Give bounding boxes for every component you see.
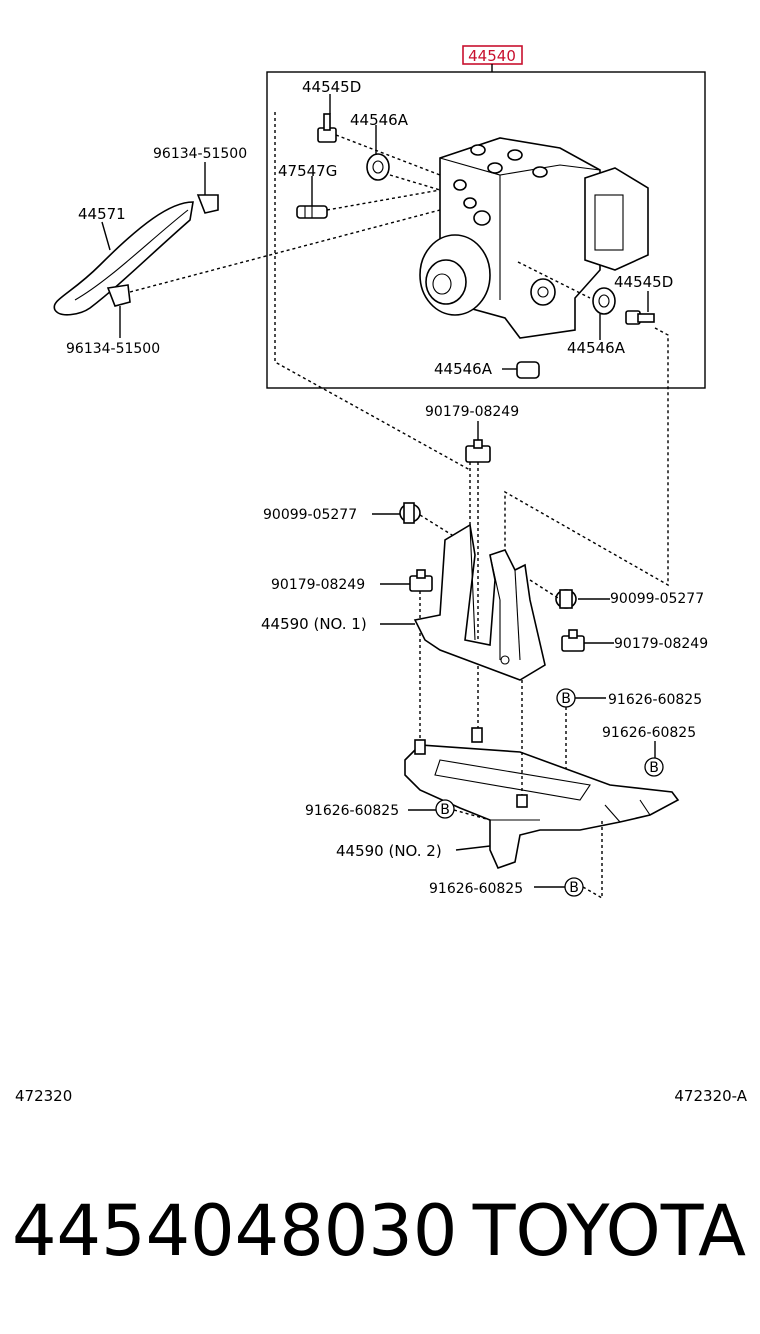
callout-b-b: B: [644, 757, 664, 777]
label-90179-left[interactable]: 90179-08249: [271, 577, 365, 593]
bolt-90099-left: [399, 502, 421, 524]
bushing-44546A-bottom: [516, 361, 540, 379]
label-44571[interactable]: 44571: [78, 205, 126, 223]
fitting-47547G: [296, 205, 328, 219]
label-91626-a[interactable]: 91626-60825: [608, 692, 702, 708]
label-90179-right[interactable]: 90179-08249: [614, 636, 708, 652]
bracket-44590-no2: [404, 727, 680, 870]
part-number: 4454048030: [12, 1190, 457, 1272]
label-91626-b[interactable]: 91626-60825: [602, 725, 696, 741]
diagram-code-right: 472320-A: [674, 1087, 747, 1105]
nut-90179-left: [409, 569, 433, 592]
svg-text:B: B: [569, 880, 579, 896]
bushing-44546A-right: [592, 287, 616, 315]
label-96134-bottom[interactable]: 96134-51500: [66, 341, 160, 357]
label-90179-top[interactable]: 90179-08249: [425, 404, 519, 420]
label-47547G[interactable]: 47547G: [278, 162, 337, 180]
clip-96134-top: [196, 194, 219, 214]
bolt-90099-right: [555, 589, 577, 609]
assembly-label[interactable]: 44540: [468, 47, 516, 65]
callout-b-d: B: [564, 877, 584, 897]
bushing-44546A-top: [366, 153, 390, 181]
svg-text:B: B: [440, 802, 450, 818]
bolt-44545D-top: [317, 113, 337, 143]
label-44546A-top[interactable]: 44546A: [350, 111, 409, 129]
label-44590-no2[interactable]: 44590 (NO. 2): [336, 842, 442, 860]
label-90099-left[interactable]: 90099-05277: [263, 507, 357, 523]
svg-text:B: B: [561, 691, 571, 707]
nut-90179-right: [561, 629, 585, 652]
label-44546A-right[interactable]: 44546A: [567, 339, 626, 357]
callout-b-a: B: [556, 688, 576, 708]
label-96134-top[interactable]: 96134-51500: [153, 146, 247, 162]
callout-b-c: B: [435, 799, 455, 819]
bolt-44545D-right: [625, 310, 655, 325]
label-44590-no1[interactable]: 44590 (NO. 1): [261, 615, 367, 633]
label-44546A-bottom[interactable]: 44546A: [434, 360, 493, 378]
brand: TOYOTA: [472, 1190, 746, 1272]
assembly-frame: [266, 71, 706, 389]
nut-90179-top: [465, 439, 491, 463]
abs-actuator-illustration: [419, 137, 649, 339]
diagram-code-left: 472320: [15, 1087, 72, 1105]
clip-96134-bottom: [106, 284, 131, 307]
label-91626-c[interactable]: 91626-60825: [305, 803, 399, 819]
label-44545D-top[interactable]: 44545D: [302, 78, 361, 96]
hose-44571: [53, 201, 194, 316]
label-44545D-right[interactable]: 44545D: [614, 273, 673, 291]
label-90099-right[interactable]: 90099-05277: [610, 591, 704, 607]
svg-text:B: B: [649, 760, 659, 776]
bracket-44590-no1: [413, 523, 546, 681]
label-91626-d[interactable]: 91626-60825: [429, 881, 523, 897]
